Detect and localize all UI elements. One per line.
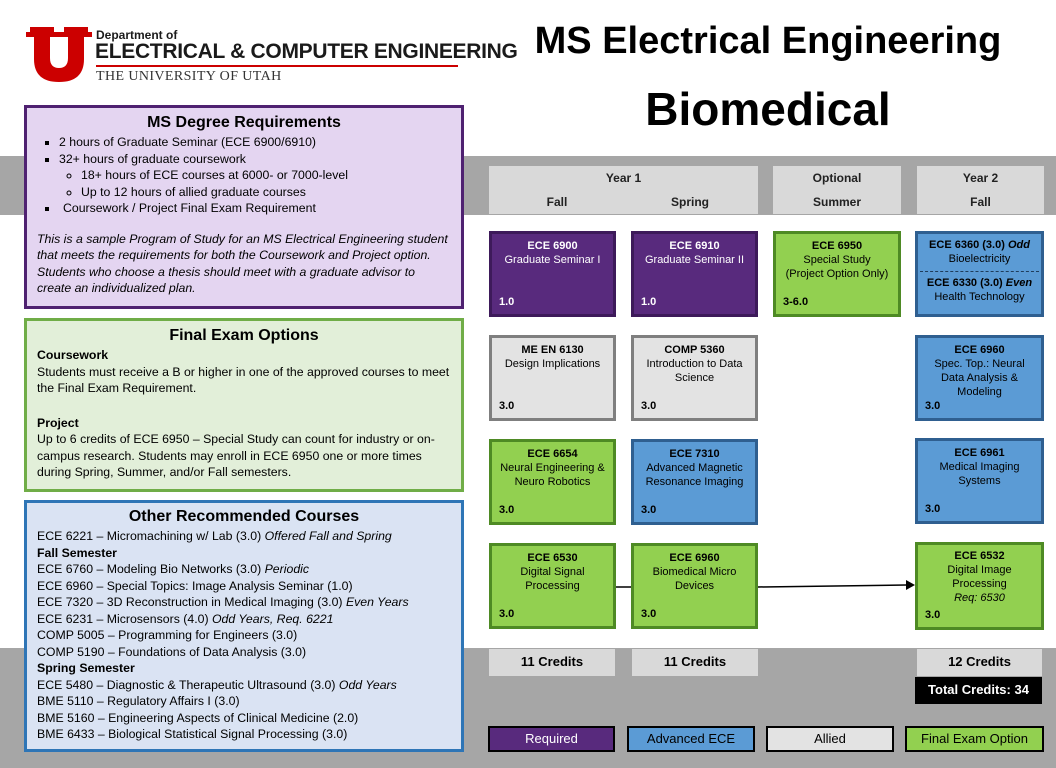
header-year1-label: Year 1 [605, 171, 642, 185]
list-item: BME 5160 – Engineering Aspects of Clinic… [37, 710, 359, 725]
header-optional-label: Optional [812, 171, 862, 185]
logo-department-name: ELECTRICAL & COMPUTER ENGINEERING [95, 40, 518, 63]
logo-department: Department of [96, 28, 178, 42]
legend-required: Required [488, 726, 615, 752]
header-optional-summer: Optional Summer [773, 166, 901, 214]
list-item: COMP 5005 – Programming for Engineers (3… [37, 628, 298, 642]
fall-semester-label: Fall Semester [37, 545, 117, 560]
list-item: BME 5110 – Regulatory Affairs I (3.0) [37, 694, 240, 708]
course-ece-6950: ECE 6950 Special Study (Project Option O… [773, 231, 901, 317]
page-subtitle: Biomedical [645, 83, 891, 135]
credits-fall-year2: 12 Credits [917, 649, 1042, 676]
course-divider [920, 271, 1039, 272]
course-ece-6530: ECE 6530 Digital Signal Processing 3.0 [489, 543, 616, 629]
project-label: Project [37, 415, 79, 430]
course-ece-6654: ECE 6654 Neural Engineering & Neuro Robo… [489, 439, 616, 525]
legend-final-exam-option: Final Exam Option [905, 726, 1044, 752]
course-comp-5360: COMP 5360 Introduction to Data Science 3… [631, 335, 758, 421]
course-ece-6360-6330: ECE 6360 (3.0) Odd Bioelectricity ECE 63… [915, 231, 1044, 317]
degree-requirements-panel: MS Degree Requirements 2 hours of Gradua… [24, 105, 464, 309]
spring-semester-label: Spring Semester [37, 661, 135, 675]
university-logo: Department of ELECTRICAL & COMPUTER ENGI… [26, 24, 518, 86]
course-ece-6910: ECE 6910 Graduate Seminar II 1.0 [631, 231, 758, 317]
course-ece-6960-micro: ECE 6960 Biomedical Micro Devices 3.0 [631, 543, 758, 629]
header-year2-label: Year 2 [962, 171, 999, 185]
list-item: 18+ hours of ECE courses at 6000- or 700… [81, 167, 451, 184]
header-fall2-label: Fall [970, 195, 991, 209]
other-courses-heading: Other Recommended Courses [128, 508, 360, 525]
list-item: 2 hours of Graduate Seminar (ECE 6900/69… [59, 134, 451, 151]
header-year1: Year 1 Fall Spring [489, 166, 758, 214]
legend-allied: Allied [766, 726, 894, 752]
logo-rule [96, 65, 458, 67]
page-title: MS Electrical Engineering [534, 20, 1002, 62]
other-courses-panel: Other Recommended Courses ECE 6221 – Mic… [24, 500, 464, 752]
coursework-text: Students must receive a B or higher in o… [37, 364, 450, 396]
list-item: ECE 5480 – Diagnostic & Therapeutic Ultr… [37, 677, 397, 692]
list-item: Coursework / Project Final Exam Requirem… [59, 200, 451, 217]
project-text: Up to 6 credits of ECE 6950 – Special St… [37, 432, 435, 479]
block-u-icon [26, 27, 92, 82]
course-ece-7310: ECE 7310 Advanced Magnetic Resonance Ima… [631, 439, 758, 525]
coursework-label: Coursework [37, 348, 109, 362]
prerequisite-arrow [616, 580, 915, 590]
header-fall-label: Fall [546, 195, 568, 209]
course-me-en-6130: ME EN 6130 Design Implications 3.0 [489, 335, 616, 421]
course-ece-6961: ECE 6961 Medical Imaging Systems 3.0 [915, 438, 1044, 524]
requirements-note: This is a sample Program of Study for an… [37, 231, 448, 296]
list-item: BME 6433 – Biological Statistical Signal… [37, 727, 348, 741]
list-item: Up to 12 hours of allied graduate course… [81, 184, 451, 201]
requirements-heading: MS Degree Requirements [147, 114, 341, 131]
total-credits: Total Credits: 34 [915, 677, 1042, 704]
final-exam-heading: Final Exam Options [169, 327, 319, 344]
requirements-list: 2 hours of Graduate Seminar (ECE 6900/69… [37, 134, 451, 217]
list-item: ECE 7320 – 3D Reconstruction in Medical … [37, 595, 409, 609]
header-summer-label: Summer [812, 195, 862, 209]
header-spring-label: Spring [671, 195, 709, 209]
list-item: ECE 6221 – Micromachining w/ Lab (3.0) O… [37, 529, 392, 543]
list-item: ECE 6960 – Special Topics: Image Analysi… [37, 578, 353, 593]
credits-fall-year1: 11 Credits [489, 649, 615, 676]
course-ece-6960-neural: ECE 6960 Spec. Top.: Neural Data Analysi… [915, 335, 1044, 421]
header-year2: Year 2 Fall [917, 166, 1044, 214]
logo-university: THE UNIVERSITY OF UTAH [96, 69, 282, 84]
list-item: ECE 6231 – Microsensors (4.0) Odd Years,… [37, 611, 334, 626]
list-item: ECE 6760 – Modeling Bio Networks (3.0) P… [37, 562, 310, 576]
list-item-label: 32+ hours of graduate coursework [59, 151, 246, 166]
course-ece-6532: ECE 6532 Digital Image Processing Req: 6… [915, 542, 1044, 630]
legend-advanced-ece: Advanced ECE [627, 726, 755, 752]
credits-spring-year1: 11 Credits [632, 649, 758, 676]
final-exam-panel: Final Exam Options Coursework Students m… [24, 318, 464, 492]
list-item: COMP 5190 – Foundations of Data Analysis… [37, 644, 307, 659]
list-item: 32+ hours of graduate coursework 18+ hou… [59, 151, 451, 201]
course-ece-6900: ECE 6900 Graduate Seminar I 1.0 [489, 231, 616, 317]
